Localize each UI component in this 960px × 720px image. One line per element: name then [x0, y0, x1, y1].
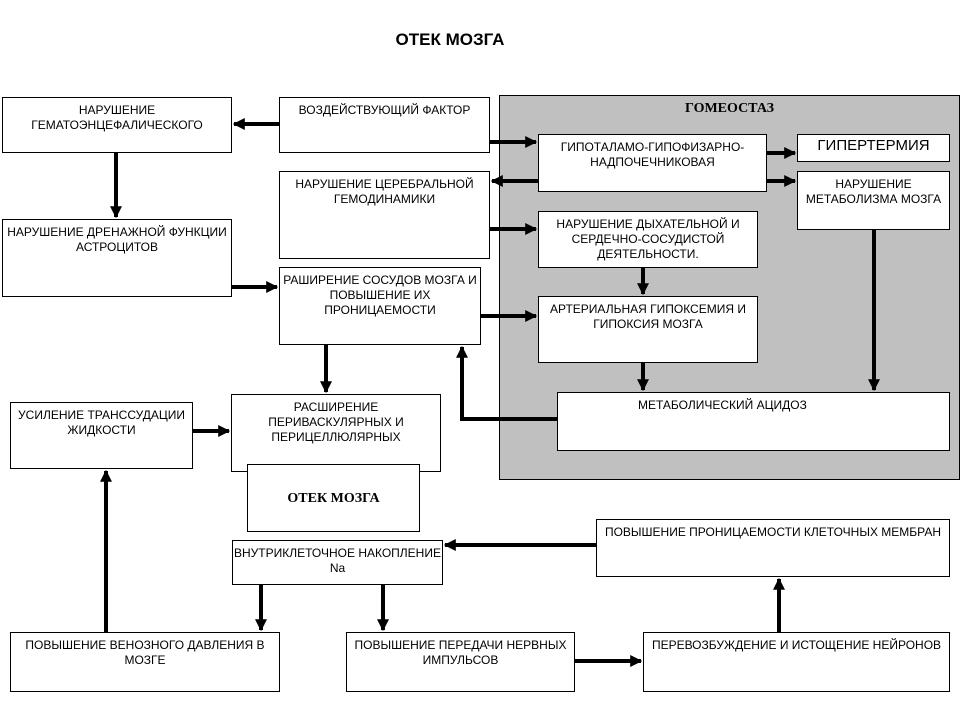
box-hypoxemia: АРТЕРИАЛЬНАЯ ГИПОКСЕМИЯ И ГИПОКСИЯ МОЗГА — [538, 296, 758, 363]
box-drainage-disruption: НАРУШЕНИЕ ДРЕНАЖНОЙ ФУНКЦИИ АСТРОЦИТОВ — [2, 219, 232, 297]
box-hyperthermia: ГИПЕРТЕРМИЯ — [797, 134, 950, 162]
box-hemodynamics-disruption: НАРУШЕНИЕ ЦЕРЕБРАЛЬНОЙ ГЕМОДИНАМИКИ — [279, 171, 490, 259]
arrow-acidosis-to-dilation — [456, 345, 557, 421]
box-brain-edema: ОТЕК МОЗГА — [247, 464, 420, 532]
box-sodium-accumulation: ВНУТРИКЛЕТОЧНОЕ НАКОПЛЕНИЕ Na — [232, 540, 443, 585]
box-transudation: УСИЛЕНИЕ ТРАНССУДАЦИИ ЖИДКОСТИ — [10, 402, 193, 469]
box-hpa-axis: ГИПОТАЛАМО-ГИПОФИЗАРНО-НАДПОЧЕЧНИКОВАЯ — [538, 134, 767, 192]
box-vessel-dilation: РАШИРЕНИЕ СОСУДОВ МОЗГА И ПОВЫШЕНИЕ ИХ П… — [279, 267, 481, 345]
box-neuron-exhaustion: ПЕРЕВОЗБУЖДЕНИЕ И ИСТОЩЕНИЕ НЕЙРОНОВ — [643, 632, 950, 692]
box-metabolism-disruption: НАРУШЕНИЕ МЕТАБОЛИЗМА МОЗГА — [797, 171, 950, 230]
box-metabolic-acidosis: МЕТАБОЛИЧЕСКИЙ АЦИДОЗ — [557, 392, 950, 451]
box-respiratory-disruption: НАРУШЕНИЕ ДЫХАТЕЛЬНОЙ И СЕРДЕЧНО-СОСУДИС… — [538, 211, 758, 268]
box-bbb-disruption: НАРУШЕНИЕ ГЕМАТОЭНЦЕФАЛИЧЕСКОГО — [2, 97, 232, 153]
homeostasis-label: ГОМЕОСТАЗ — [685, 101, 774, 116]
diagram-title: ОТЕК МОЗГА — [395, 30, 505, 49]
box-causative-factor: ВОЗДЕЙСТВУЮЩИЙ ФАКТОР — [279, 97, 490, 153]
box-nerve-impulses: ПОВЫШЕНИЕ ПЕРЕДАЧИ НЕРВНЫХ ИМПУЛЬСОВ — [346, 632, 575, 692]
box-venous-pressure: ПОВЫШЕНИЕ ВЕНОЗНОГО ДАВЛЕНИЯ В МОЗГЕ — [10, 632, 280, 692]
box-perivascular: РАСШИРЕНИЕ ПЕРИВАСКУЛЯРНЫХ И ПЕРИЦЕЛЛЮЛЯ… — [231, 394, 441, 472]
box-membrane-permeability: ПОВЫШЕНИЕ ПРОНИЦАЕМОСТИ КЛЕТОЧНЫХ МЕМБРА… — [596, 519, 950, 577]
